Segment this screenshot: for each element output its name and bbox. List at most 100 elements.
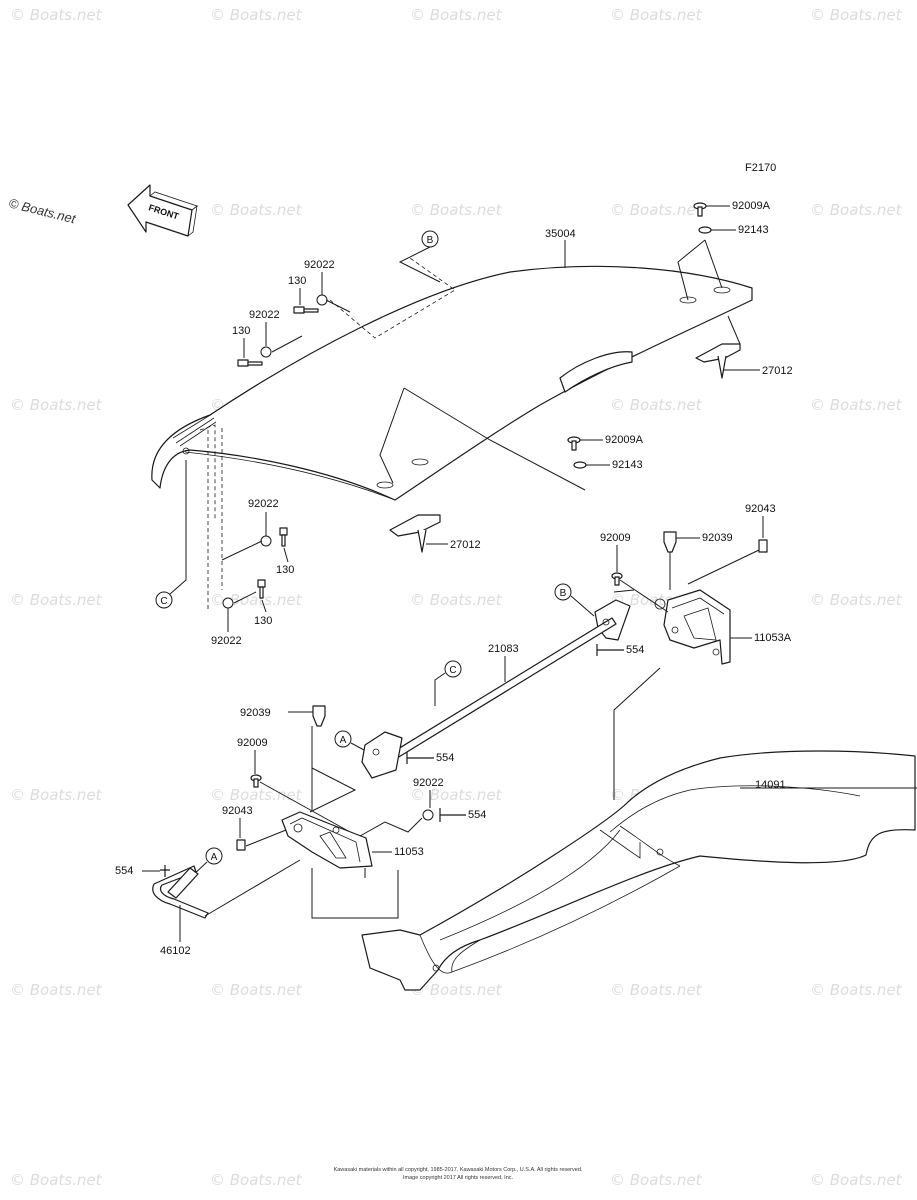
copyright-mark: © Boats.net — [7, 195, 78, 226]
part-label: 92039 — [702, 532, 733, 544]
callout-label: C — [160, 596, 167, 607]
part-label: 130 — [276, 564, 294, 576]
part-label: 92022 — [304, 259, 335, 271]
part-label: 554 — [626, 644, 644, 656]
part-label: 92022 — [211, 635, 242, 647]
leader-line — [379, 387, 586, 491]
part-label: 92009A — [605, 434, 644, 446]
clip-92039-left — [288, 705, 326, 727]
part-label: 14091 — [755, 779, 786, 791]
leader-line — [613, 579, 669, 613]
washer-92022 — [422, 809, 434, 821]
pin-554-mid — [406, 752, 434, 764]
leader-line — [359, 817, 423, 837]
leader-line — [245, 829, 287, 847]
pin-554-left — [142, 865, 170, 877]
watermark: © Boats.net — [210, 1171, 303, 1189]
bolt-130 — [257, 579, 266, 599]
pin-92043-left — [236, 839, 246, 851]
watermark: © Boats.net — [810, 6, 903, 24]
watermark: © Boats.net — [610, 201, 703, 219]
part-label: 92022 — [413, 777, 444, 789]
diagram-code: F2170 — [745, 162, 776, 174]
watermark: © Boats.net — [210, 981, 303, 999]
callout-label: B — [427, 235, 434, 246]
part-label: 130 — [232, 325, 250, 337]
watermark: © Boats.net — [610, 396, 703, 414]
callout-a-mid: A — [334, 730, 365, 751]
screw-92009A-upper — [693, 202, 730, 217]
part-label: 27012 — [762, 365, 793, 377]
watermark: © Boats.net — [10, 981, 103, 999]
leader-line — [677, 239, 723, 301]
part-label: 92009 — [600, 532, 631, 544]
leader-line — [259, 781, 351, 833]
bracket-27012-lower — [389, 514, 448, 553]
leader-line — [271, 299, 351, 353]
screw-92009A-lower — [567, 436, 603, 451]
watermark: © Boats.net — [810, 396, 903, 414]
watermark: © Boats.net — [210, 201, 303, 219]
support-rod-46102 — [152, 859, 301, 919]
callout-label: C — [449, 665, 456, 676]
part-label: 554 — [115, 865, 133, 877]
callout-c-mid: C — [434, 660, 462, 706]
clip-92039-right — [663, 531, 700, 553]
watermark: © Boats.net — [10, 6, 103, 24]
leader-line — [233, 591, 257, 604]
washer-92022 — [222, 597, 234, 609]
watermark: © Boats.net — [410, 591, 503, 609]
part-label: 92043 — [745, 503, 776, 515]
nut-92143-upper — [698, 226, 736, 234]
part-label: 46102 — [160, 945, 191, 957]
strut-21083 — [361, 599, 631, 779]
part-label: 35004 — [545, 228, 576, 240]
part-label: 92143 — [738, 224, 769, 236]
part-label: 92039 — [240, 707, 271, 719]
leader-line — [687, 549, 760, 585]
callout-label: A — [211, 852, 218, 863]
footer-copyright-line: Kawasaki materials within all copyright,… — [334, 1167, 583, 1173]
watermark: © Boats.net — [210, 6, 303, 24]
watermark: © Boats.net — [10, 591, 103, 609]
callout-b-lower: B — [554, 583, 595, 617]
cover-14091 — [361, 750, 917, 991]
watermark: © Boats.net — [210, 786, 303, 804]
part-label: 92143 — [612, 459, 643, 471]
part-label: 92022 — [249, 309, 280, 321]
bracket-27012-upper — [695, 315, 760, 379]
callout-label: A — [340, 735, 347, 746]
watermark: © Boats.net — [810, 981, 903, 999]
part-label: 92009A — [732, 200, 771, 212]
leader-line — [613, 667, 661, 800]
watermark: © Boats.net — [810, 591, 903, 609]
washer-92022 — [316, 294, 328, 306]
callout-b-upper: B — [398, 230, 441, 283]
watermark: © Boats.net — [810, 201, 903, 219]
leader-line — [261, 599, 267, 613]
part-label: 27012 — [450, 539, 481, 551]
callout-c-left: C — [155, 460, 187, 609]
watermark: © Boats.net — [10, 396, 103, 414]
watermark: © Boats.net — [810, 1171, 903, 1189]
watermark: © Boats.net — [610, 1171, 703, 1189]
part-label: 554 — [436, 752, 454, 764]
bolt-130 — [237, 359, 263, 367]
part-label: 11053A — [754, 632, 792, 644]
screw-92009-right — [611, 572, 623, 586]
part-label: 130 — [288, 275, 306, 287]
watermark-layer: © Boats.net © Boats.net © Boats.net © Bo… — [10, 6, 903, 1189]
hinge-11053 — [281, 811, 392, 869]
front-arrow-icon: FRONT — [127, 184, 198, 237]
watermark: © Boats.net — [10, 1171, 103, 1189]
pin-92043-right — [758, 539, 768, 553]
pin-554-upper — [596, 644, 624, 656]
callout-label: B — [560, 588, 567, 599]
pin-554-lower — [439, 808, 466, 822]
washer-92022 — [260, 535, 272, 547]
leader-line — [221, 540, 263, 561]
watermark: © Boats.net — [10, 786, 103, 804]
watermark: © Boats.net — [410, 201, 503, 219]
watermark: © Boats.net — [410, 981, 503, 999]
